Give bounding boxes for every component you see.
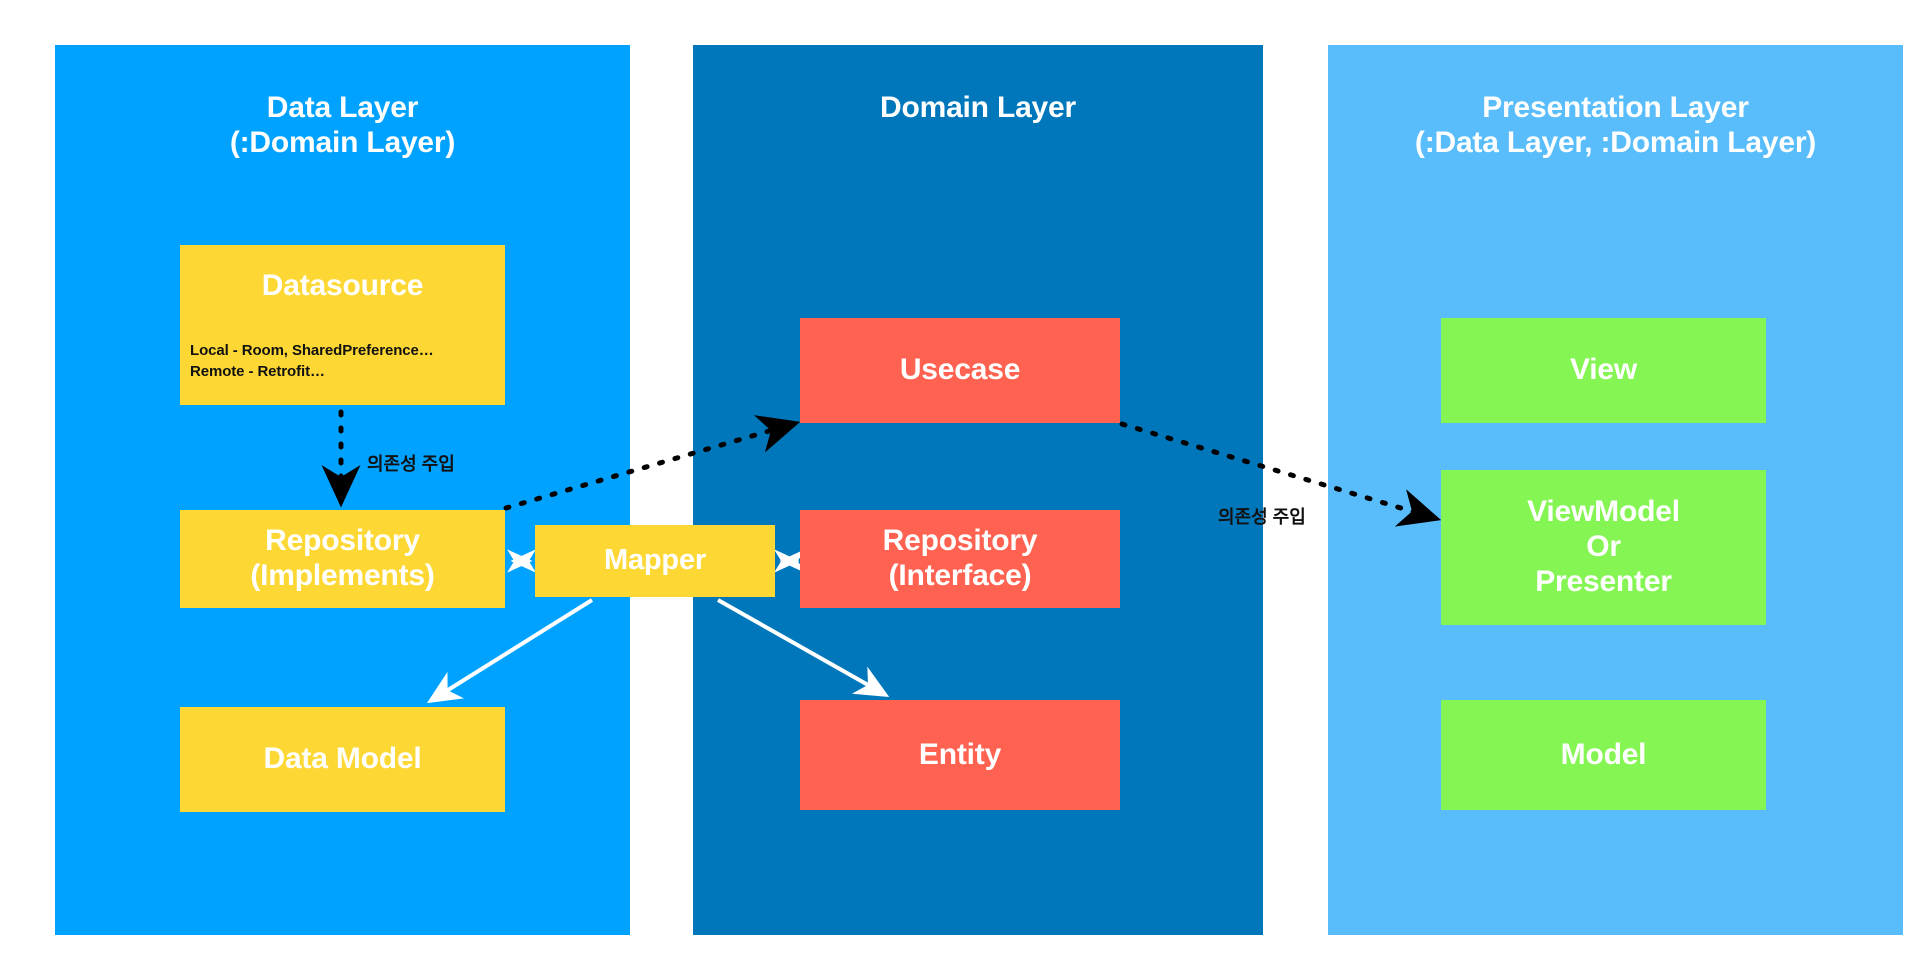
node-usecase-label: Usecase <box>899 353 1021 387</box>
node-datasource-label: Datasource <box>261 269 424 302</box>
domain-layer-title: Domain Layer <box>880 91 1076 124</box>
presentation-layer-title: Presentation Layer (:Data Layer, :Domain… <box>1414 91 1817 160</box>
node-view[interactable]: View <box>1441 318 1766 423</box>
node-data-model[interactable]: Data Model <box>180 707 505 812</box>
node-datasource[interactable]: Datasource Local - Room, SharedPreferenc… <box>180 245 505 405</box>
node-model[interactable]: Model <box>1441 700 1766 810</box>
node-data-model-label: Data Model <box>263 742 422 776</box>
data-layer-title: Data Layer (:Domain Layer) <box>229 91 456 160</box>
node-viewmodel-or-presenter[interactable]: ViewModel Or Presenter <box>1441 470 1766 625</box>
node-repository-implements[interactable]: Repository (Implements) <box>180 510 505 608</box>
arrow-label-dependency-injection-data: 의존성 주입 <box>367 454 455 474</box>
node-mapper-label: Mapper <box>604 544 706 577</box>
node-model-label: Model <box>1560 737 1647 771</box>
arrow-label-dependency-injection-presentation: 의존성 주입 <box>1218 507 1306 527</box>
node-entity-label: Entity <box>918 737 1002 771</box>
node-mapper[interactable]: Mapper <box>535 525 775 597</box>
node-repository-interface-label: Repository (Interface) <box>882 524 1038 592</box>
node-viewmodel-or-presenter-label: ViewModel Or Presenter <box>1527 495 1680 598</box>
node-view-label: View <box>1569 353 1638 387</box>
node-datasource-details: Local - Room, SharedPreference… Remote -… <box>190 341 434 381</box>
node-usecase[interactable]: Usecase <box>800 318 1120 423</box>
node-repository-interface[interactable]: Repository (Interface) <box>800 510 1120 608</box>
node-repository-implements-label: Repository (Implements) <box>250 524 435 592</box>
node-entity[interactable]: Entity <box>800 700 1120 810</box>
